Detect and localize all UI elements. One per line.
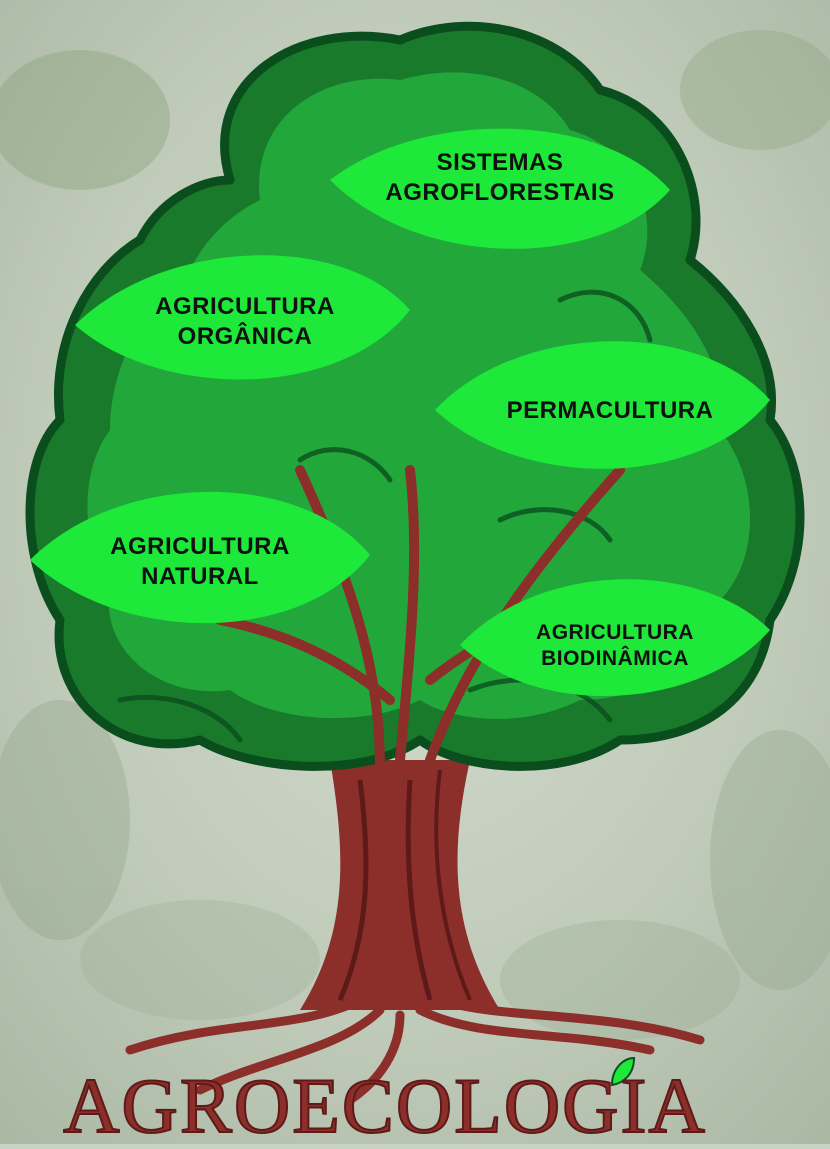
brand-text: AGROECOLOGIA <box>63 1062 707 1144</box>
brand-wordmark: AGROECOLOGIA <box>0 1050 830 1144</box>
leaf-label-natural: AGRICULTURA NATURAL <box>45 532 355 592</box>
leaf-label-organica: AGRICULTURA ORGÂNICA <box>90 292 400 352</box>
leaf-label-sistemas: SISTEMAS AGROFLORESTAIS <box>340 148 660 208</box>
leaf-label-biodinamica: AGRICULTURA BIODINÂMICA <box>470 620 760 673</box>
leaf-label-permacultura: PERMACULTURA <box>455 396 765 426</box>
